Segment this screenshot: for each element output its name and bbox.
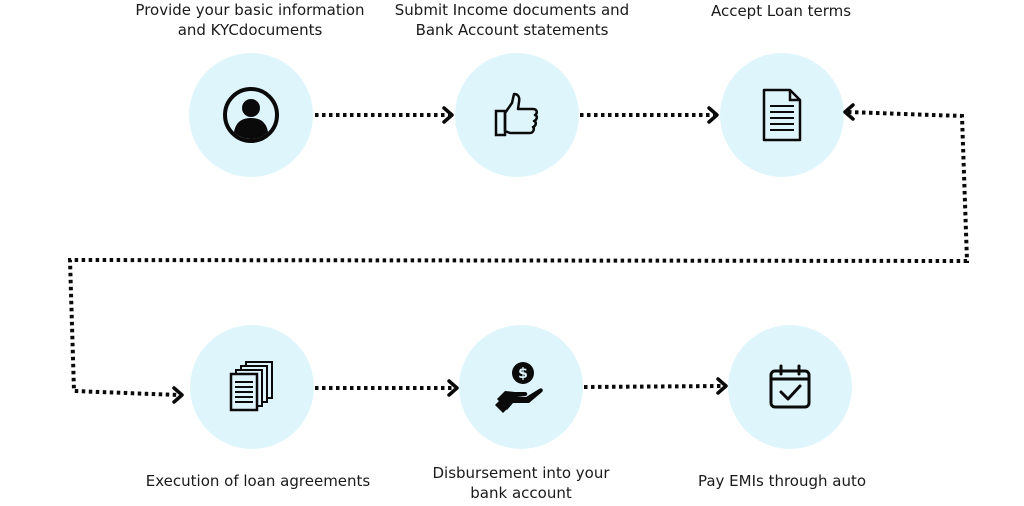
thumbs-up-icon — [494, 92, 539, 137]
step-5-label-line2: bank account — [470, 484, 572, 502]
arrowhead-5-6 — [716, 377, 728, 395]
step-2-label: Submit Income documents and Bank Account… — [395, 0, 629, 40]
connector-5-6 — [583, 384, 723, 389]
connector-3-4-loop — [67, 110, 970, 397]
calendar-check-icon — [769, 364, 811, 409]
document-icon — [762, 88, 802, 142]
step-1-circle — [189, 53, 313, 177]
step-5-label: Disbursement into your bank account — [433, 463, 610, 503]
arrowhead-2-3 — [707, 106, 719, 124]
documents-stack-icon — [229, 361, 273, 412]
step-2-circle — [455, 53, 579, 177]
step-4-label: Execution of loan agreements — [146, 471, 370, 491]
arrowhead-into-4 — [172, 386, 184, 404]
step-3-label: Accept Loan terms — [711, 1, 851, 21]
step-5-label-line1: Disbursement into your — [432, 464, 610, 482]
step-6-label-line1: Pay EMIs through auto — [697, 472, 867, 490]
step-1-label-line2: and KYCdocuments — [177, 21, 323, 39]
arrowhead-1-2 — [442, 106, 454, 124]
step-1-label: Provide your basic information and KYCdo… — [135, 0, 364, 40]
step-3-circle — [720, 53, 844, 177]
step-4-circle — [190, 325, 314, 449]
step-3-label-line1: Accept Loan terms — [710, 2, 852, 20]
arrowhead-4-5 — [447, 379, 459, 397]
step-6-label: Pay EMIs through auto — [698, 471, 866, 491]
step-2-label-line1: Submit Income documents and — [394, 1, 630, 19]
user-icon — [223, 87, 279, 143]
step-5-circle: $ — [459, 325, 583, 449]
step-4-label-line1: Execution of loan agreements — [145, 472, 371, 490]
step-2-label-line2: Bank Account statements — [415, 21, 609, 39]
step-1-label-line1: Provide your basic information — [135, 1, 365, 19]
step-6-circle — [728, 325, 852, 449]
money-hand-icon: $ — [495, 362, 543, 413]
arrowhead-into-3 — [843, 103, 855, 121]
svg-text:$: $ — [518, 366, 528, 382]
